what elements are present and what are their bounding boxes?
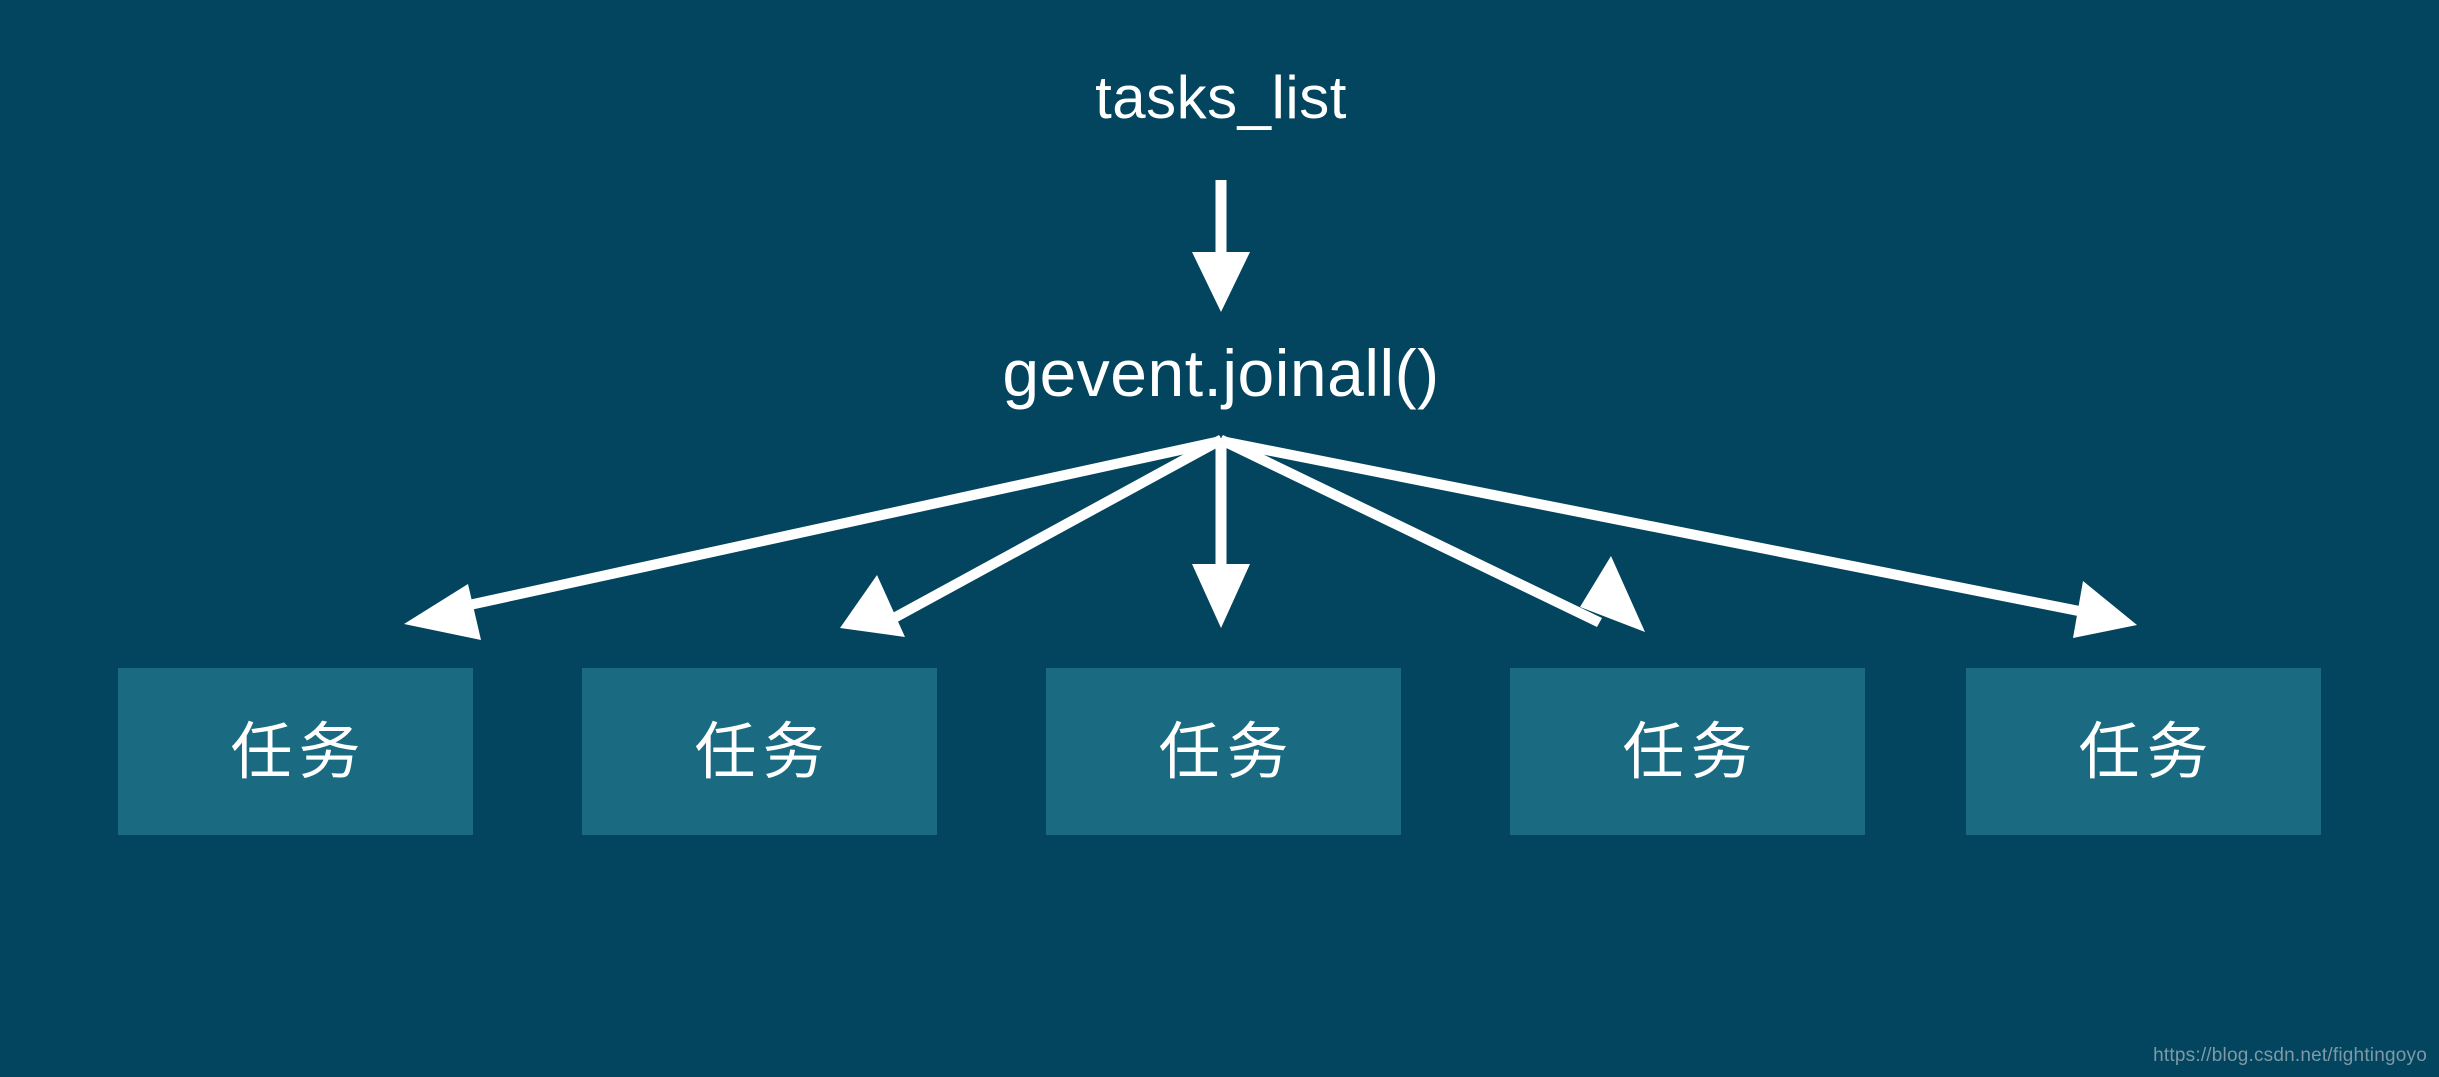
task-box-4[interactable]: 任务 <box>1510 668 1865 835</box>
task-box-2[interactable]: 任务 <box>582 668 937 835</box>
task-box-label: 任务 <box>694 714 831 788</box>
edge-joinall-to-task-5 <box>1220 436 2137 638</box>
edge-joinall-to-task-4 <box>1218 435 1645 632</box>
task-box-1[interactable]: 任务 <box>118 668 473 835</box>
watermark-url: https://blog.csdn.net/fightingoyo <box>2153 1045 2427 1066</box>
edge-joinall-to-task-1 <box>404 436 1222 640</box>
task-box-label: 任务 <box>2078 714 2215 788</box>
task-box-label: 任务 <box>230 714 367 788</box>
edge-joinall-to-task-2 <box>840 435 1224 637</box>
node-gevent-joinall: gevent.joinall() <box>1002 336 1440 410</box>
task-box-label: 任务 <box>1158 714 1295 788</box>
edge-joinall-to-task-3 <box>1192 438 1250 628</box>
task-box-label: 任务 <box>1622 714 1759 788</box>
task-box-5[interactable]: 任务 <box>1966 668 2321 835</box>
edge-tasks-list-to-joinall <box>1192 180 1250 312</box>
task-box-3[interactable]: 任务 <box>1046 668 1401 835</box>
node-tasks-list: tasks_list <box>1095 64 1347 131</box>
